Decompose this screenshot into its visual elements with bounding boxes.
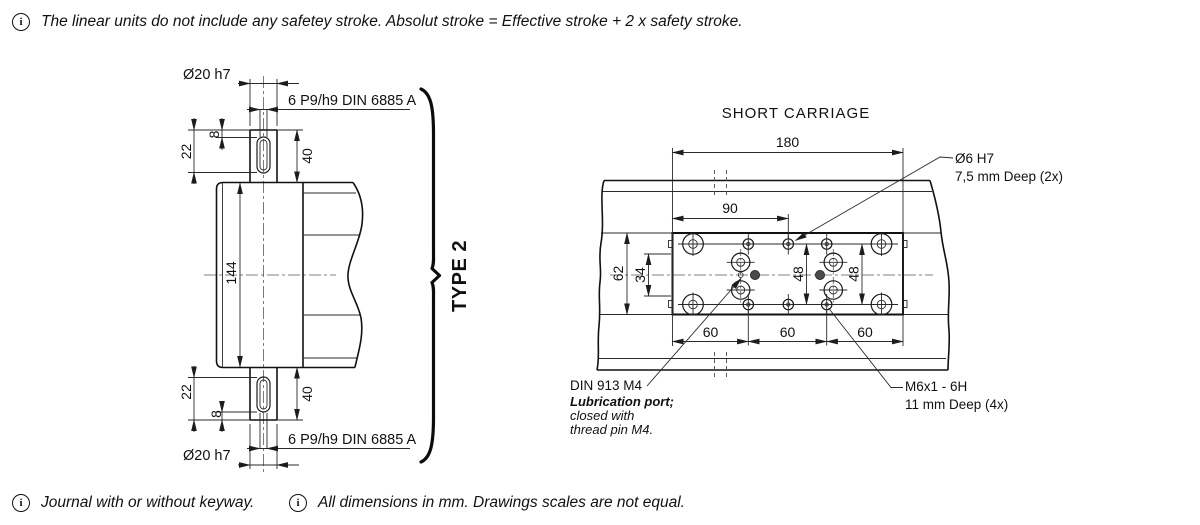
left-break-line — [596, 180, 605, 371]
carriage-title: SHORT CARRIAGE — [722, 105, 870, 122]
lubrication-port-hole — [737, 272, 744, 278]
shaft-journal-bottom — [249, 367, 278, 421]
right-break-line — [929, 180, 951, 371]
dim-40-top: 40 — [299, 148, 315, 164]
dim-48-right: 48 — [846, 266, 862, 282]
lubrication-label-line4: thread pin M4. — [570, 422, 653, 437]
dim-48-left: 48 — [790, 266, 806, 282]
thread-label-line1: M6x1 - 6H — [905, 379, 967, 394]
dimensions-top-shaft — [188, 79, 410, 184]
dim-90: 90 — [722, 200, 738, 216]
dim-60-middle: 60 — [780, 324, 796, 340]
lubrication-label-line2: Lubrication port; — [570, 394, 674, 409]
dowel-hole-leader — [794, 156, 954, 241]
note-safety-stroke: i The linear units do not include any sa… — [12, 13, 743, 31]
thread-label-line2: 11 mm Deep (4x) — [905, 397, 1008, 412]
counterbore-corner-holes — [682, 232, 893, 316]
carriage-dimensions — [624, 148, 904, 346]
lubrication-label-line1: DIN 913 M4 — [570, 378, 643, 393]
dim-40-bottom: 40 — [299, 386, 315, 402]
thread-hole-label: M6x1 - 6H 11 mm Deep (4x) — [905, 379, 1008, 412]
drive-head-body — [215, 181, 364, 369]
dim-144: 144 — [223, 261, 239, 285]
short-carriage-view: SHORT CARRIAGE — [570, 105, 1063, 437]
center-lines — [204, 76, 336, 472]
info-icon: i — [12, 494, 30, 512]
dim-22-bottom: 22 — [178, 384, 194, 400]
lubrication-port-label: DIN 913 M4 Lubrication port; closed with… — [570, 378, 674, 437]
note-journal-keyway-text: Journal with or without keyway. — [41, 494, 255, 511]
dim-8-bottom: 8 — [208, 410, 224, 418]
dowel-label-line2: 7,5 mm Deep (2x) — [955, 169, 1063, 184]
shaft-journal-top — [249, 129, 278, 183]
note-dimensions-mm: i All dimensions in mm. Drawings scales … — [289, 494, 685, 512]
plug-hole-right — [815, 269, 826, 280]
dimensions-bottom-shaft — [188, 366, 410, 469]
lubrication-leader — [646, 277, 742, 387]
body-break-line — [347, 182, 364, 368]
info-icon: i — [12, 13, 30, 31]
linear-unit-body — [596, 170, 951, 380]
dim-34: 34 — [632, 267, 648, 283]
dim-60-left: 60 — [703, 324, 719, 340]
dim-keyway-spec-top: 6 P9/h9 DIN 6885 A — [288, 93, 416, 109]
note-dimensions-mm-text: All dimensions in mm. Drawings scales ar… — [318, 494, 685, 511]
type2-drive-shaft-view: TYPE 2 Ø20 h7 6 P9/h9 DIN 6885 A 8 22 40… — [178, 67, 471, 472]
plug-hole-left — [750, 269, 761, 280]
dowel-label-line1: Ø6 H7 — [955, 151, 994, 166]
dim-shaft-diameter-bottom: Ø20 h7 — [183, 448, 231, 464]
note-journal-keyway: i Journal with or without keyway. — [12, 494, 254, 512]
dim-keyway-spec-bottom: 6 P9/h9 DIN 6885 A — [288, 432, 416, 448]
center-mount-holes — [726, 249, 848, 303]
info-icon: i — [289, 494, 307, 512]
dim-22-top: 22 — [178, 144, 194, 160]
note-safety-stroke-text: The linear units do not include any safe… — [41, 13, 743, 30]
dim-62: 62 — [610, 266, 626, 282]
lubrication-label-line3: closed with — [570, 408, 634, 423]
dim-180: 180 — [776, 134, 800, 150]
dowel-hole-label: Ø6 H7 7,5 mm Deep (2x) — [955, 151, 1063, 184]
type2-label: TYPE 2 — [449, 240, 471, 312]
thread-hole-leader — [828, 307, 903, 388]
type2-brace — [419, 87, 442, 464]
dim-8-top: 8 — [206, 130, 222, 138]
dim-shaft-diameter-top: Ø20 h7 — [183, 67, 231, 83]
dim-60-right: 60 — [857, 324, 873, 340]
leader-lines — [646, 156, 954, 388]
